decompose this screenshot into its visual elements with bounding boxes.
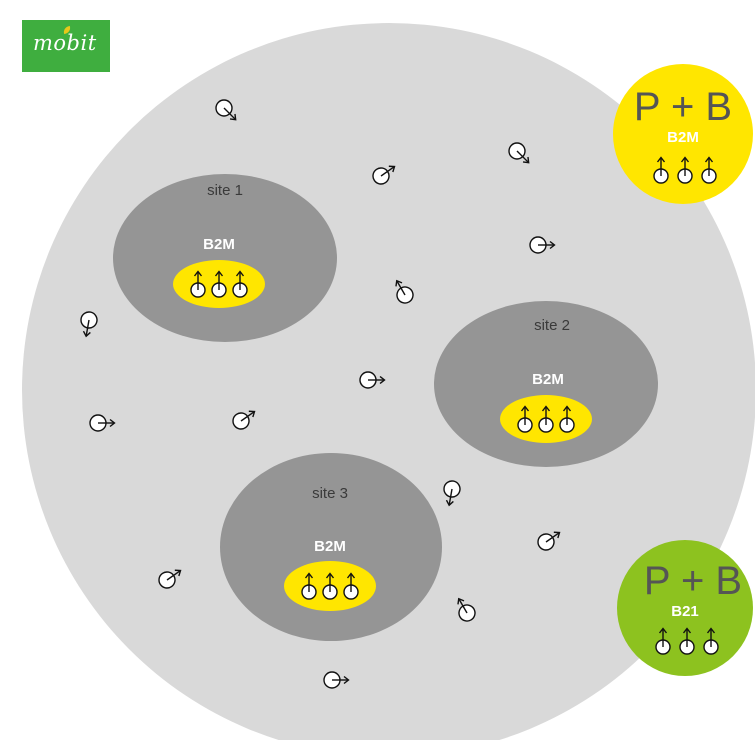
callout-b21: P + B B21 xyxy=(617,540,753,676)
site-badge: B2M xyxy=(532,371,564,388)
callout-circle xyxy=(613,64,753,204)
callout-title: P + B xyxy=(644,559,742,603)
callout-title: P + B xyxy=(634,85,732,129)
callout-b2m: P + B B2M xyxy=(613,64,753,204)
site-3: site 3 B2M xyxy=(220,453,442,641)
site-ellipse xyxy=(113,174,337,342)
site-badge: B2M xyxy=(314,538,346,555)
site-ellipse xyxy=(434,301,658,467)
logo-text: mobit xyxy=(33,31,97,55)
callout-badge: B2M xyxy=(667,129,699,146)
site-label: site 3 xyxy=(312,485,348,502)
callout-badge: B21 xyxy=(671,603,699,620)
site-label: site 1 xyxy=(207,182,243,199)
site-badge: B2M xyxy=(203,236,235,253)
site-1: site 1 B2M xyxy=(113,174,337,342)
site-label: site 2 xyxy=(534,317,570,334)
mobit-logo: mobit xyxy=(22,20,110,72)
callout-circle xyxy=(617,540,753,676)
site-2: site 2 B2M xyxy=(434,301,658,467)
site-ellipse xyxy=(220,453,442,641)
